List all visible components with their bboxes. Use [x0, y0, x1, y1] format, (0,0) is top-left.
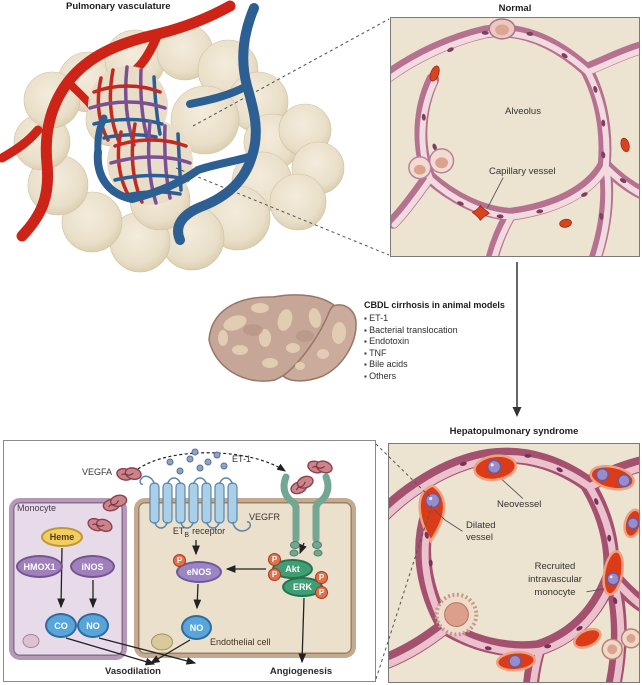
no-endothelial-node: NO: [181, 615, 212, 640]
phospho-badge: P: [173, 554, 186, 567]
round-cells: [601, 628, 639, 660]
pulmonary-title: Pulmonary vasculature: [66, 1, 171, 12]
heme-node: Heme: [41, 527, 83, 547]
cbdl-title: CBDL cirrhosis in animal models: [364, 300, 505, 310]
dilated-vessel-label: Dilated vessel: [466, 520, 496, 543]
angiogenesis-label: Angiogenesis: [269, 666, 333, 677]
red-blood-cells: [429, 65, 630, 228]
pulmonary-vasculature-illustration: [0, 0, 345, 273]
co-node: CO: [45, 613, 77, 638]
recruited-line3: monocyte: [534, 587, 576, 598]
et1-label: ET-1: [232, 454, 252, 464]
dashed-transfer-arc: [137, 452, 286, 472]
recruited-line1: Recruited: [534, 561, 576, 572]
alveolar-macrophage: [434, 592, 479, 637]
capillary-vessel-label: Capillary vessel: [489, 166, 556, 177]
no-monocyte-node: NO: [77, 613, 109, 638]
pneumocyte-cells: [408, 18, 516, 180]
vegfr-receptor: [280, 473, 332, 543]
septal-nuclei: [421, 30, 627, 220]
vegfr-label: VEGFR: [249, 512, 281, 522]
hmox1-node: HMOX1: [16, 555, 63, 578]
vegfa-label: VEGFA: [82, 467, 113, 477]
phospho-badge: P: [315, 586, 328, 599]
intravascular-monocytes: [424, 459, 639, 668]
cbdl-item: Endotoxin: [364, 336, 524, 348]
label-pointer-lines: [433, 479, 605, 593]
inos-node: iNOS: [70, 555, 115, 578]
phospho-badge: P: [315, 571, 328, 584]
etb-sub: B: [184, 531, 190, 539]
cirrhotic-nodules: [218, 303, 347, 370]
vasodilation-label: Vasodilation: [105, 666, 161, 677]
enos-node: eNOS: [176, 561, 222, 583]
pathway-arrows: [57, 540, 307, 666]
cbdl-text-block: CBDL cirrhosis in animal models ET-1 Bac…: [364, 300, 524, 382]
alveolus-label: Alveolus: [505, 106, 541, 117]
recruited-monocyte-label: Recruited intravascular monocyte: [507, 560, 603, 599]
capillary-pointer-line: [486, 177, 504, 209]
etb-receptor: [139, 475, 251, 532]
cirrhotic-liver-illustration: [208, 294, 357, 382]
cbdl-item: Bacterial translocation: [364, 325, 524, 337]
endothelial-cell-label: Endothelial cell: [210, 637, 271, 647]
etb-rest: receptor: [192, 526, 226, 536]
cbdl-item: Others: [364, 371, 524, 383]
normal-panel: Alveolus Capillary vessel: [390, 17, 640, 257]
erk-node: ERK: [282, 577, 323, 597]
phospho-badge: P: [268, 553, 281, 566]
pathway-drawing: [22, 448, 335, 666]
et1-dots: [166, 448, 228, 475]
dilated-line2: vessel: [466, 531, 493, 543]
signaling-panel: Heme HMOX1 iNOS CO NO eNOS NO Akt ERK P …: [3, 440, 376, 682]
monocyte-label: Monocyte: [17, 503, 57, 513]
normal-title: Normal: [498, 3, 532, 14]
etb-base: ET: [172, 526, 185, 536]
dilated-line1: Dilated: [466, 520, 496, 531]
monocyte-granule: [22, 634, 40, 648]
vegfr-anchors: [289, 541, 323, 557]
endothelial-granule: [151, 633, 173, 651]
cbdl-item: ET-1: [364, 313, 524, 325]
neovessel-label: Neovessel: [497, 499, 542, 510]
cbdl-item: TNF: [364, 348, 524, 360]
normal-alveolus-drawing: [391, 18, 639, 256]
hps-title: Hepatopulmonary syndrome: [449, 426, 579, 437]
alveolar-septa: [391, 31, 639, 256]
monocyte-highlights: [429, 463, 613, 579]
cbdl-item: Bile acids: [364, 359, 524, 371]
hps-panel: Neovessel Dilated vessel Recruited intra…: [388, 443, 640, 683]
recruited-line2: intravascular: [528, 574, 582, 585]
phospho-badge: P: [268, 568, 281, 581]
